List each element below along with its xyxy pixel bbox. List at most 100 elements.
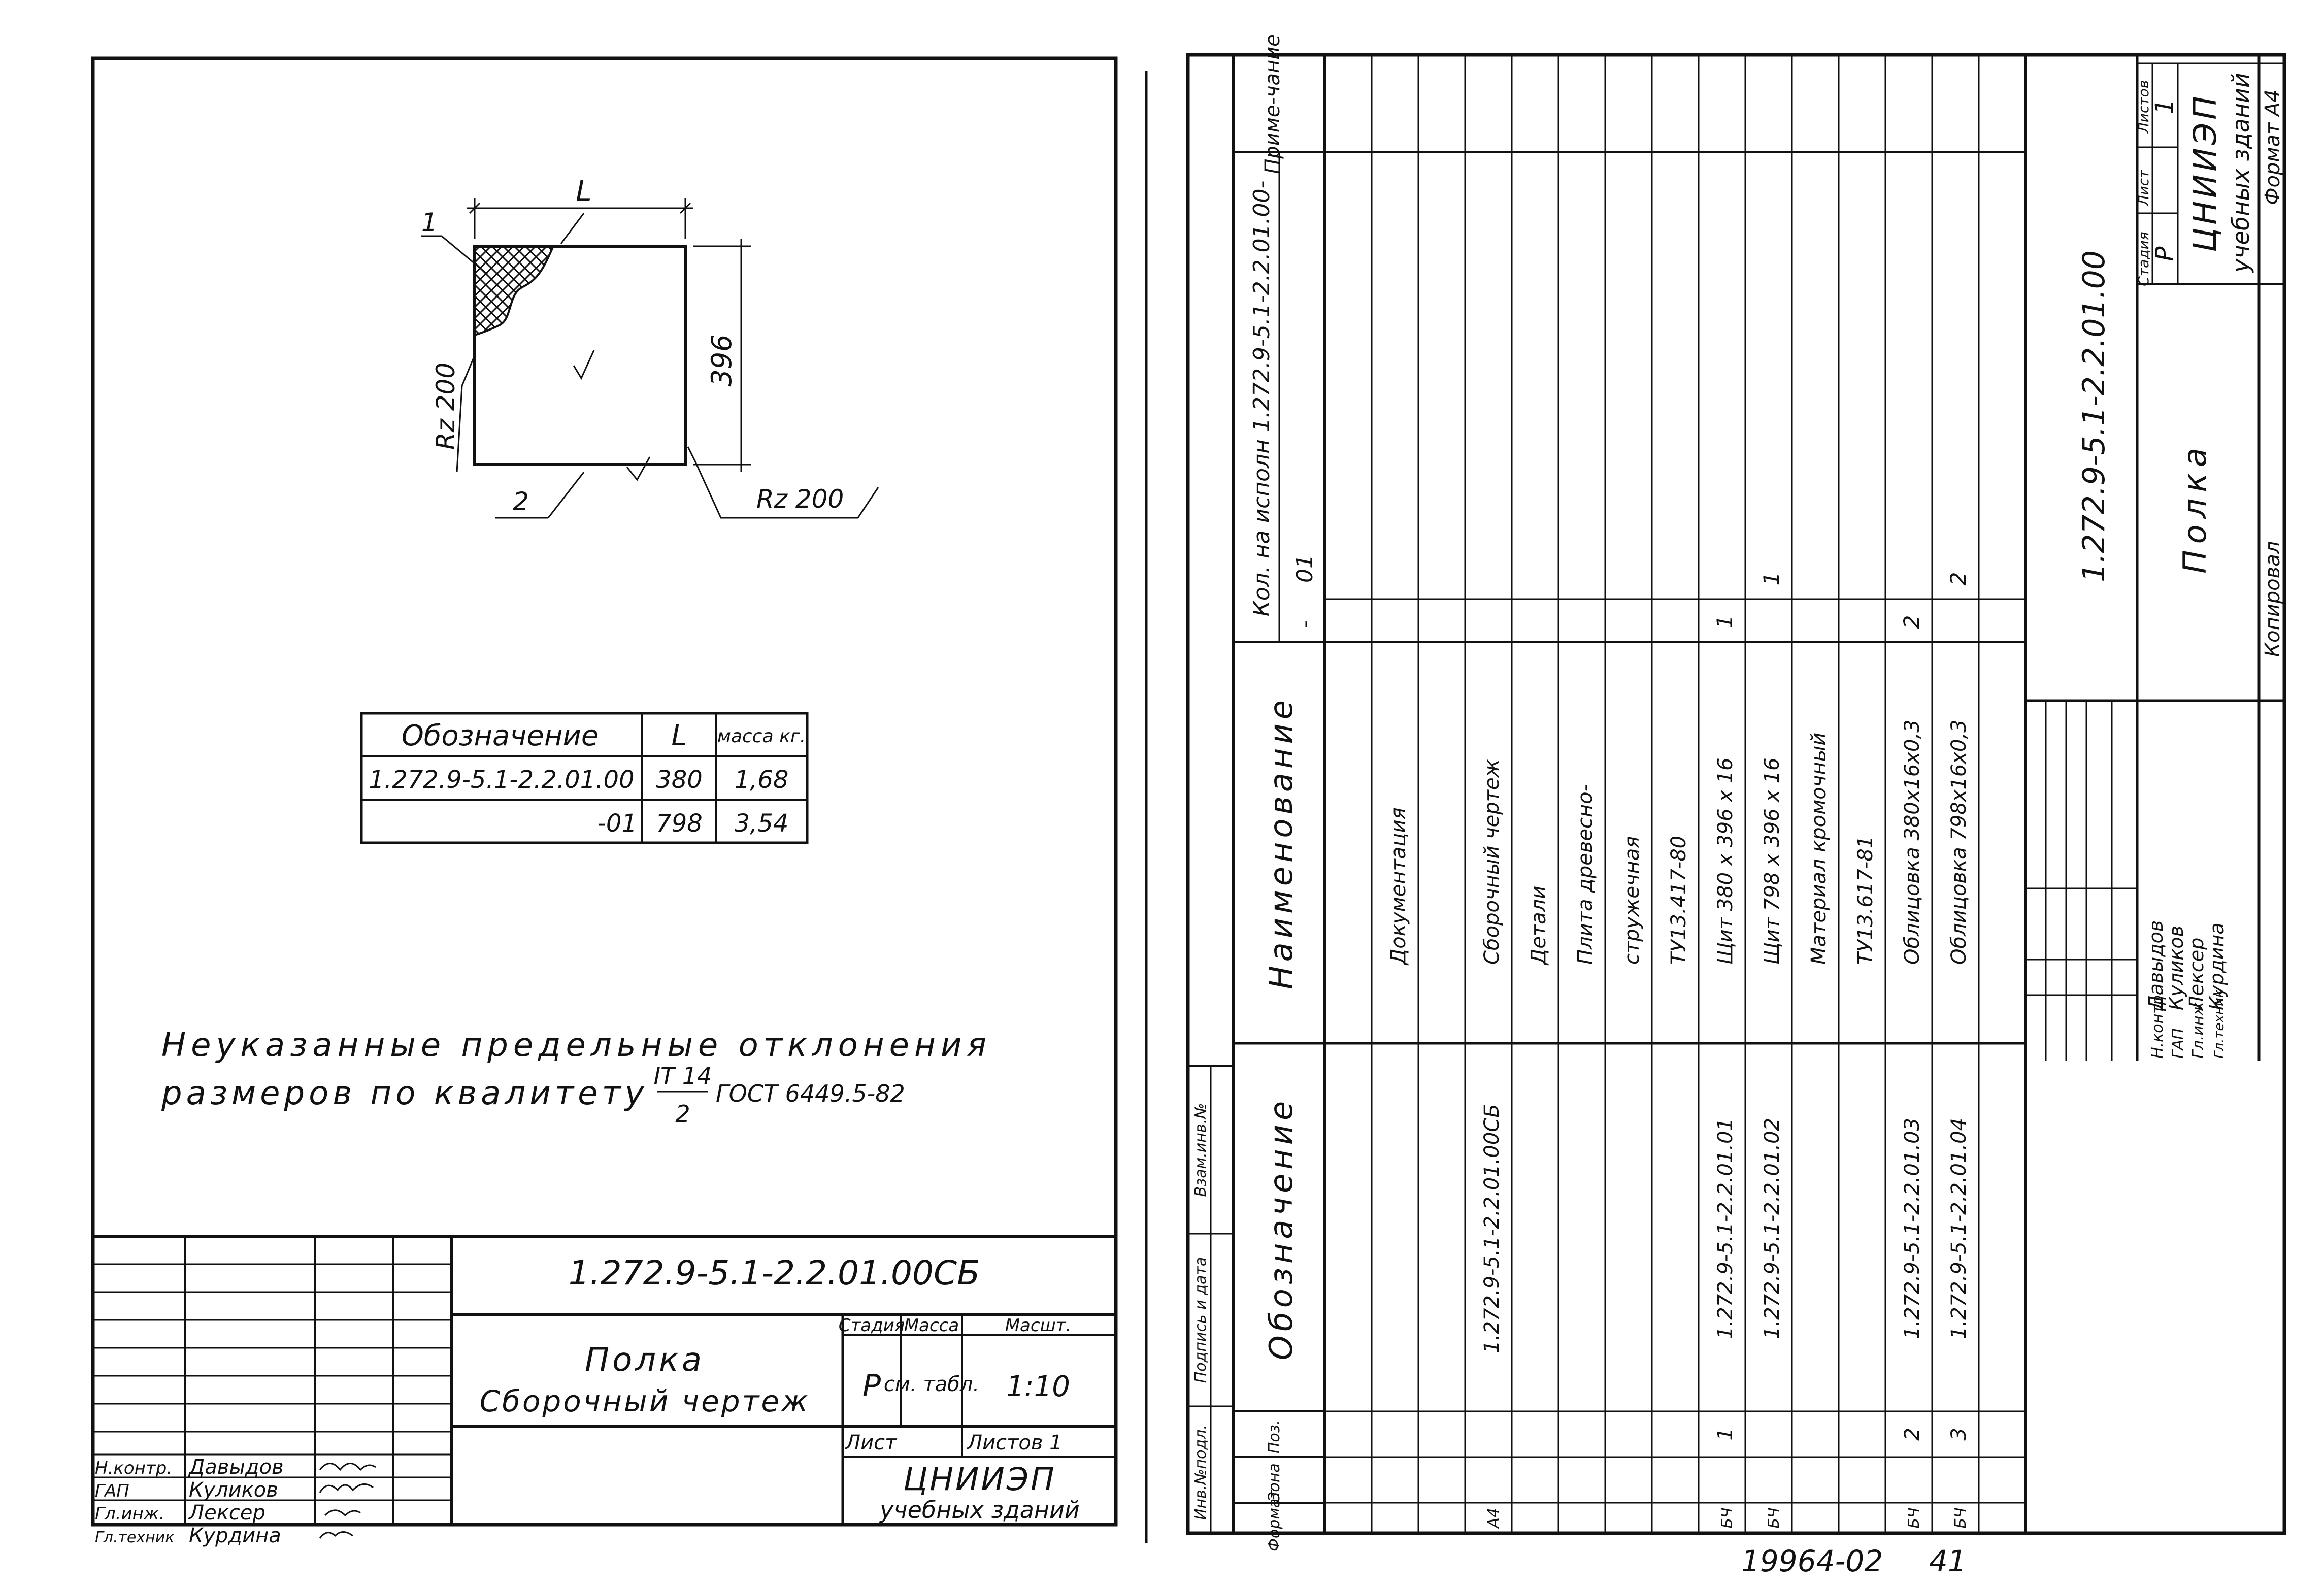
mass-table-header-length: L [671, 719, 687, 752]
spec-cell-name: Материал кромочный [1807, 733, 1831, 965]
mass-table-cell: 380 [656, 766, 703, 794]
roughness-label-left: Rz 200 [431, 362, 460, 450]
roughness-label-right: Rz 200 [756, 484, 844, 514]
spec-cell-pos: 1 [1714, 1428, 1737, 1440]
roughness-leader-left [456, 355, 476, 473]
side-stamp: Инв.№подл. Подпись и дата Взам.инв.№ [1188, 1065, 1234, 1533]
mass-table-header-mass: масса кг. [717, 726, 806, 747]
spec-cell-designation: 1.272.9-5.1-2.2.01.02 [1761, 1118, 1784, 1339]
right-role: Гл.инж. [2189, 997, 2207, 1059]
spec-cell-designation: 1.272.9-5.1-2.2.01.00СБ [1480, 1104, 1504, 1353]
left-sheet-frame [91, 56, 1118, 1527]
side-stamp-inventory: Инв.№подл. [1192, 1425, 1210, 1520]
header-zone: Зона [1266, 1463, 1283, 1502]
header-format: Формат [1266, 1489, 1283, 1551]
spec-cell-designation: 1.272.9-5.1-2.2.01.03 [1901, 1118, 1924, 1339]
right-stage: Р [2150, 246, 2179, 261]
spec-cell-qa: 1 [1712, 615, 1737, 629]
spec-rows: ДокументацияА41.272.9-5.1-2.2.01.00СБСбо… [1371, 55, 2027, 1533]
spec-cell-name: Облицовка 380х16х0,3 [1901, 719, 1924, 965]
header-note: Приме-чание [1261, 34, 1284, 174]
right-sheet-header: Лист [2135, 170, 2152, 207]
right-title-block: 1.272.9-5.1-2.2.01.00 Полка Стадия Лист … [2024, 55, 2285, 1533]
header-name: Наименование [1263, 696, 1300, 989]
signature [319, 1531, 353, 1539]
mass-table-cell: 798 [656, 809, 703, 838]
left-name: Курдина [189, 1524, 281, 1547]
mass-table-cell: 3,54 [735, 809, 789, 838]
dimension-label-height: 396 [706, 334, 738, 386]
left-scale: 1:10 [1006, 1370, 1070, 1403]
right-sheets: 1 [2150, 99, 2179, 115]
spec-cell-format: А4 [1485, 1508, 1503, 1529]
spec-grid [1234, 151, 2026, 1504]
signature [324, 1509, 361, 1517]
leader-label-2: 2 [513, 487, 529, 516]
right-designation: 1.272.9-5.1-2.2.01.00 [2076, 250, 2112, 582]
header-qty-b: 01 [1292, 554, 1318, 583]
left-name: Куликов [189, 1478, 278, 1502]
right-name: Куликов [2165, 926, 2187, 1010]
spec-cell-name: Плита древесно- [1574, 784, 1597, 965]
spec-cell-qb: 2 [1946, 572, 1971, 586]
spec-cell-name: ТУ13.417-80 [1667, 836, 1690, 965]
spec-cell-name: Щит 380 х 396 х 16 [1714, 757, 1737, 965]
left-role: ГАП [95, 1481, 129, 1501]
side-stamp-signature: Подпись и дата [1192, 1257, 1210, 1383]
right-copied-label: Копировал [2261, 541, 2284, 657]
footer-drawing-number: 19964-02 [1741, 1544, 1883, 1578]
left-title-block: Н.контр. ГАП Гл.инж. Гл.техник Давыдов К… [93, 1235, 1116, 1547]
header-qty-group: Кол. на исполн 1.272.9-5.1-2.2.01.00- [1249, 181, 1275, 617]
left-sheet-label: Лист [844, 1431, 898, 1455]
spec-header: Формат Зона Поз. Обозначение Наименовани… [1232, 34, 2026, 1551]
header-pos: Поз. [1266, 1420, 1283, 1453]
leader-label-1: 1 [421, 208, 438, 237]
right-sheets-header: Листов [2135, 80, 2152, 134]
right-org-subname: учебных зданий [2227, 73, 2254, 274]
spec-cell-format: БЧ [1718, 1507, 1736, 1528]
spec-cell-format: БЧ [1765, 1507, 1783, 1528]
left-name: Лексер [188, 1501, 265, 1525]
left-org-subname: учебных зданий [879, 1496, 1080, 1524]
right-title-name: Полка [2176, 442, 2213, 574]
right-name: Давыдов [2145, 920, 2167, 1011]
mass-table-header-designation: Обозначение [402, 719, 599, 752]
roughness-mark-top [560, 213, 585, 244]
right-format-label: Формат А4 [2261, 89, 2284, 205]
signature [319, 1463, 376, 1471]
left-role: Н.контр. [95, 1458, 172, 1478]
hatched-edge-detail [474, 245, 555, 337]
left-mass: см. табл. [884, 1373, 979, 1396]
right-role: Н.контр. [2149, 990, 2167, 1059]
left-mass-header: Масса [904, 1315, 959, 1336]
side-stamp-replace: Взам.инв.№ [1192, 1103, 1210, 1197]
roughness-mark-center [573, 350, 595, 380]
spec-cell-name: стружечная [1620, 836, 1644, 965]
mass-table-cell: 1,68 [735, 766, 789, 794]
left-role: Гл.техник [95, 1529, 174, 1546]
note-line-2: размеров по квалитету [161, 1075, 648, 1112]
note-fraction-bottom: 2 [675, 1100, 690, 1128]
note-line-1: Неуказанные предельные отклонения [161, 1027, 991, 1064]
left-stage: Р [862, 1368, 881, 1404]
right-name: Курдина [2206, 922, 2228, 1010]
right-role: ГАП [2169, 1028, 2187, 1059]
right-role: Гл.техник [2212, 989, 2227, 1059]
left-title-subname: Сборочный чертеж [480, 1384, 810, 1418]
left-designation: 1.272.9-5.1-2.2.01.00СБ [569, 1253, 980, 1293]
mass-table-cell: -01 [597, 809, 637, 838]
right-stage-header: Стадия [2135, 232, 2152, 286]
spec-cell-name: Документация [1387, 807, 1410, 966]
mass-table-cell: 1.272.9-5.1-2.2.01.00 [369, 766, 634, 794]
right-org-name: ЦНИИЭП [2186, 93, 2223, 252]
spec-cell-pos: 2 [1901, 1428, 1924, 1440]
spec-cell-name: Детали [1527, 886, 1550, 966]
left-sheets-label: Листов 1 [966, 1431, 1063, 1455]
left-name: Давыдов [188, 1456, 284, 1479]
right-name: Лексер [2185, 938, 2208, 1011]
header-qty-a: - [1292, 620, 1318, 629]
tolerance-note: Неуказанные предельные отклонения размер… [161, 1027, 991, 1128]
header-designation: Обозначение [1263, 1097, 1300, 1360]
signature [319, 1483, 374, 1493]
